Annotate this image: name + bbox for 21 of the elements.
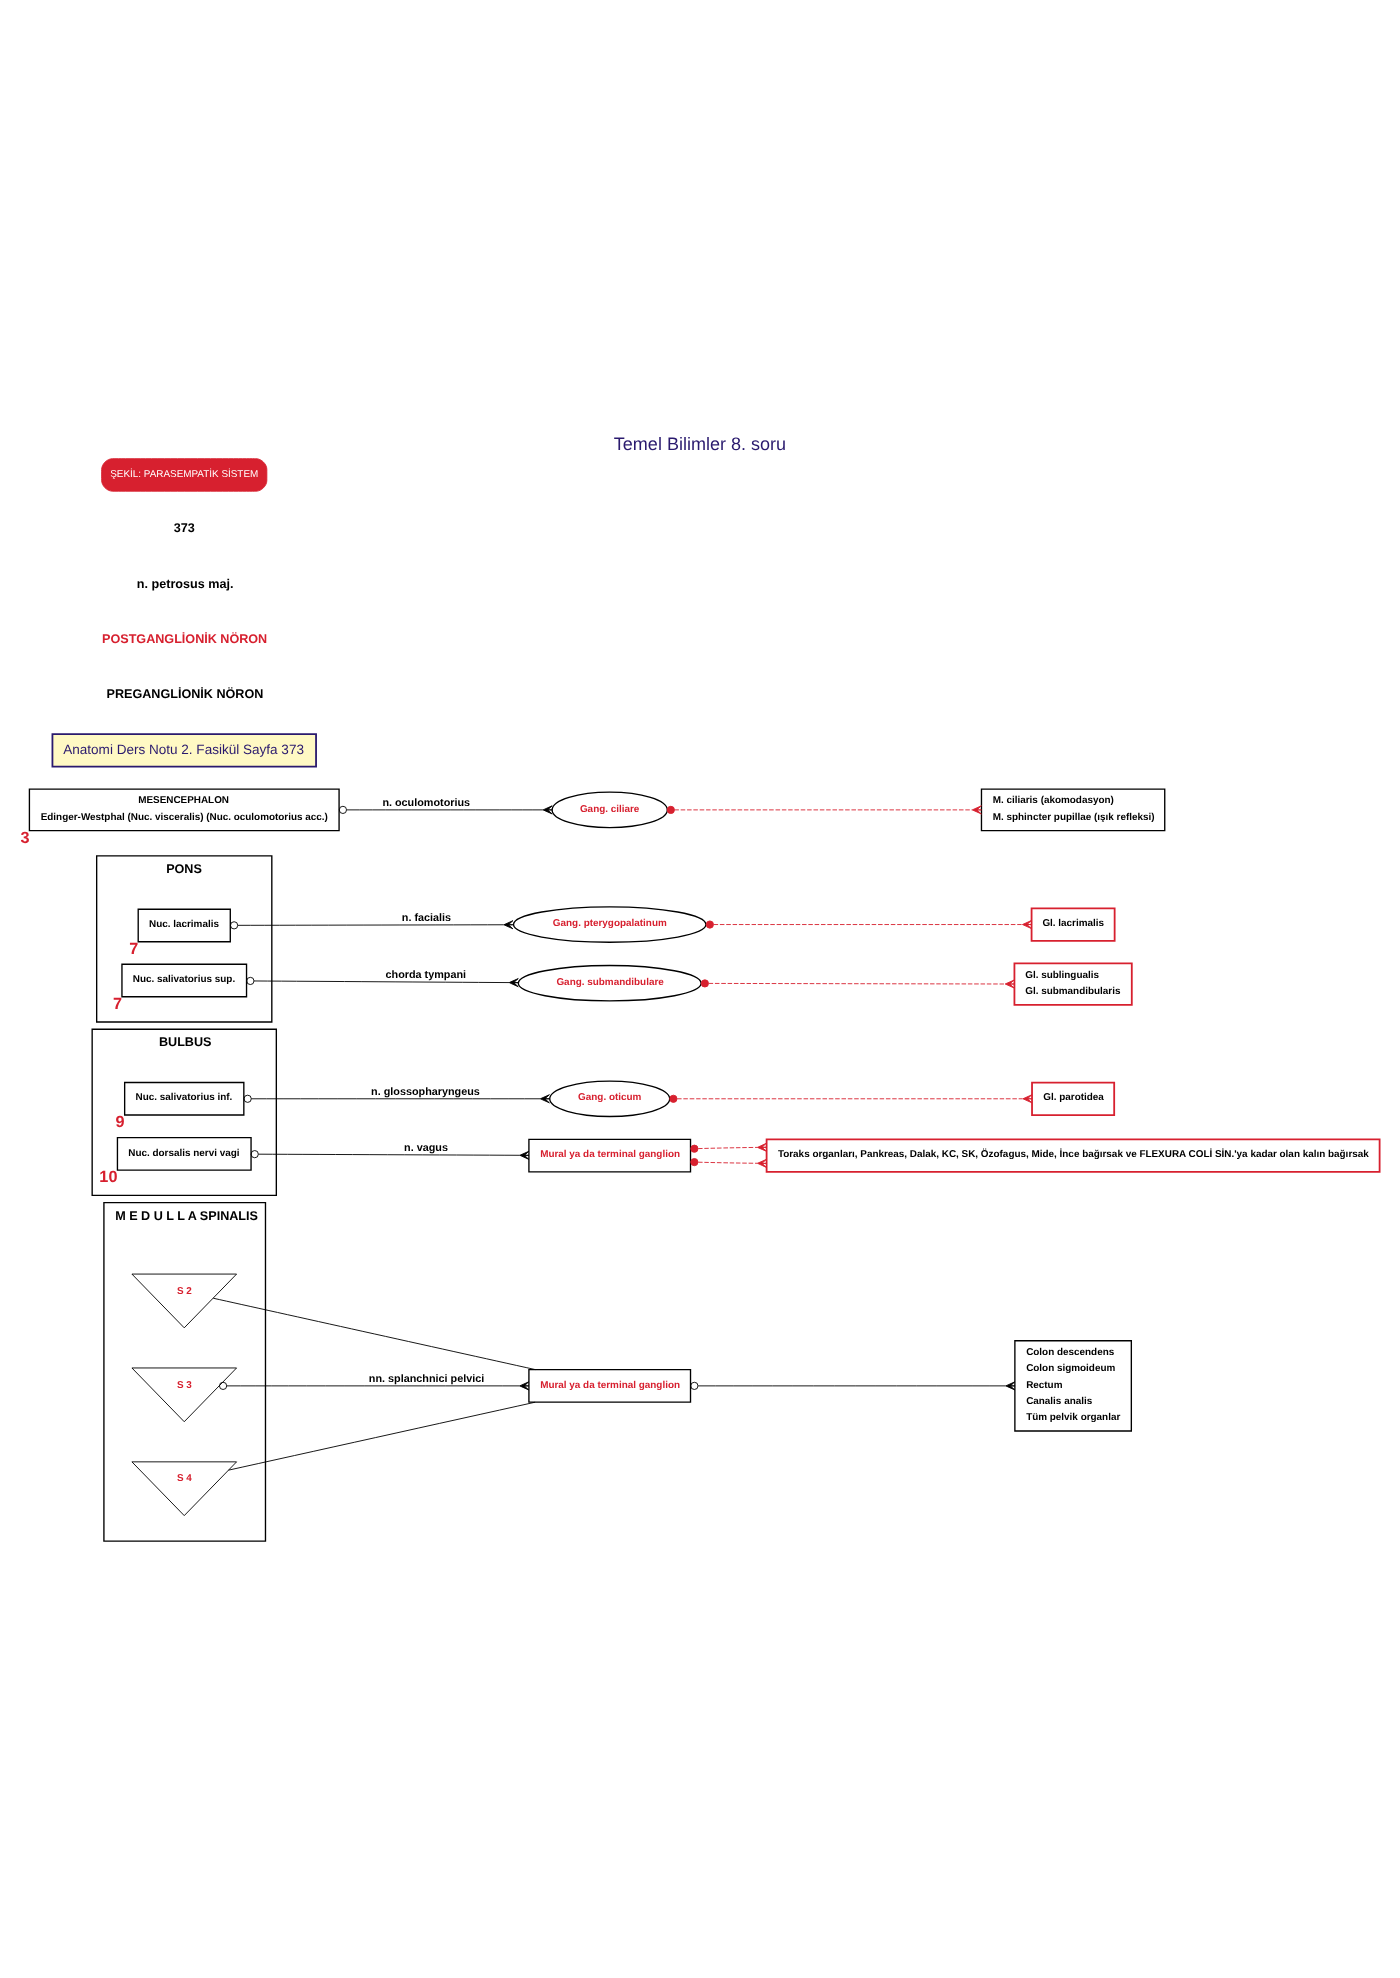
connector xyxy=(700,978,1015,988)
connector xyxy=(690,1380,1016,1390)
connector xyxy=(690,1157,767,1167)
connector xyxy=(246,975,519,987)
connector xyxy=(228,1400,536,1470)
diagram-title: Temel Bilimler 8. soru xyxy=(613,432,787,453)
connector xyxy=(690,1141,767,1152)
node-label: 9 xyxy=(115,1112,125,1131)
connector xyxy=(669,1093,1033,1103)
connector xyxy=(219,1380,530,1390)
node-label: 7 xyxy=(129,938,139,957)
node-label: 3 xyxy=(20,827,30,846)
connector xyxy=(338,804,553,814)
connector xyxy=(250,1149,530,1159)
connector xyxy=(243,1093,550,1103)
connector xyxy=(666,804,982,814)
node-label: 7 xyxy=(112,993,122,1012)
connector xyxy=(212,1296,536,1370)
connector xyxy=(705,919,1032,929)
node-label: 10 xyxy=(99,1167,118,1186)
connector xyxy=(230,919,514,929)
